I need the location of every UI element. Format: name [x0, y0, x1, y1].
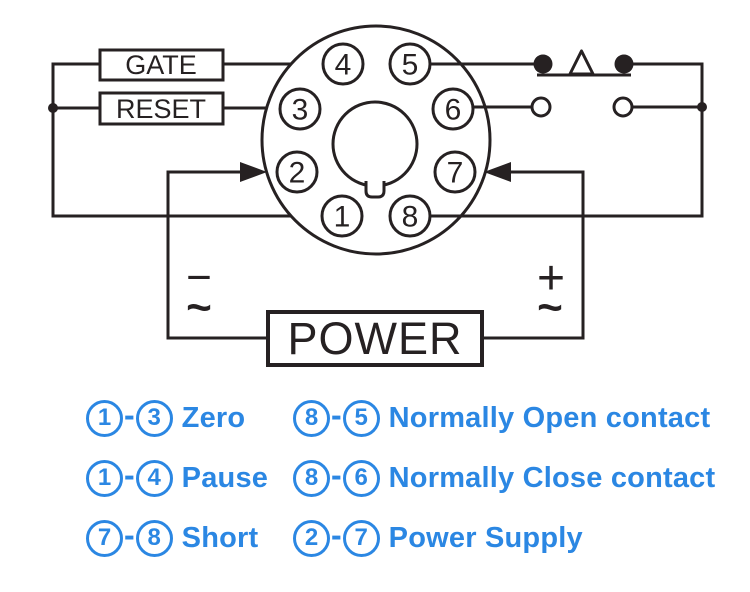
dash: -	[331, 517, 342, 553]
power-box	[266, 310, 484, 367]
pin-badge: 8	[293, 399, 330, 437]
legend-item-normally-open: 8 - 5 Normally Open contact	[293, 388, 750, 448]
pin-3-label: 3	[292, 94, 309, 127]
legend-label: Normally Close contact	[388, 461, 716, 494]
pin-1-circle	[320, 194, 364, 238]
nc-contact-circle-right	[612, 96, 634, 118]
pin-badge: 5	[342, 399, 380, 437]
ac-tilde-right: ~	[537, 283, 563, 332]
pin-2-circle	[275, 150, 319, 194]
nc-contact-circle-left	[530, 96, 552, 118]
pin-1-label: 1	[334, 201, 351, 234]
pin-badge: 7	[86, 519, 123, 557]
dash: -	[331, 397, 342, 433]
legend-item-pause: 1 - 4 Pause	[86, 448, 293, 508]
pin-badge: 3	[135, 399, 173, 437]
power-label: POWER	[287, 313, 462, 364]
pin-3: 3	[278, 87, 322, 131]
pin-4: 4	[321, 42, 365, 86]
pin-7-label: 7	[447, 157, 464, 190]
pin-badge: 4	[135, 459, 173, 497]
pin-7-circle	[433, 150, 477, 194]
pin-badge: 8	[293, 459, 330, 497]
pin-legend: 1 - 3 Zero 8 - 5 Normally Open contact 1…	[86, 388, 750, 568]
pin-badge: 6	[342, 459, 380, 497]
pin-badge: 1	[86, 459, 123, 497]
pin-badge: 1	[86, 399, 123, 437]
pin-2: 2	[275, 150, 319, 194]
pin-4-label: 4	[335, 49, 352, 82]
legend-label: Pause	[181, 461, 269, 494]
dash: -	[124, 457, 135, 493]
legend-label: Short	[181, 521, 259, 554]
pin-6-circle	[431, 87, 475, 131]
pin-badge: 7	[342, 519, 380, 557]
legend-item-power-supply: 2 - 7 Power Supply	[293, 508, 750, 568]
pin-4-circle	[321, 42, 365, 86]
pin-8: 8	[388, 194, 432, 238]
plus-sign: +	[537, 252, 565, 305]
pin-6-label: 6	[445, 94, 462, 127]
ac-tilde-left: ~	[186, 283, 212, 332]
gate-label: GATE	[125, 50, 197, 80]
pin-7: 7	[433, 150, 477, 194]
wiring-diagram-svg: GATE RESET 4 5 3 6 2 7 1 8	[48, 24, 707, 367]
arrow-left-icon	[484, 162, 511, 182]
gate-box	[98, 48, 225, 82]
minus-sign: −	[186, 253, 212, 302]
reset-label: RESET	[116, 94, 206, 124]
wiring-diagram: GATE RESET 4 5 3 6 2 7 1 8	[48, 24, 707, 367]
legend-label: Zero	[181, 401, 246, 434]
pin-5-label: 5	[402, 49, 419, 82]
pin-8-label: 8	[402, 201, 419, 234]
arrow-right-icon	[240, 162, 267, 182]
dash: -	[124, 397, 135, 433]
pin-badge: 8	[135, 519, 173, 557]
delay-triangle-icon	[568, 49, 595, 76]
legend-label: Power Supply	[388, 521, 583, 554]
dash: -	[331, 457, 342, 493]
pin-6: 6	[431, 87, 475, 131]
pin-2-label: 2	[289, 157, 306, 190]
pin-badge: 2	[293, 519, 330, 557]
pin-3-circle	[278, 87, 322, 131]
legend-item-zero: 1 - 3 Zero	[86, 388, 293, 448]
pin-5: 5	[388, 42, 432, 86]
pin-1: 1	[320, 194, 364, 238]
socket-keyhole	[331, 100, 419, 188]
dash: -	[124, 517, 135, 553]
junction-dot-right	[697, 102, 707, 112]
legend-item-short: 7 - 8 Short	[86, 508, 293, 568]
no-contact-dot-right	[614, 54, 634, 74]
legend-item-normally-close: 8 - 6 Normally Close contact	[293, 448, 750, 508]
legend-label: Normally Open contact	[388, 401, 711, 434]
socket-key-notch	[364, 181, 386, 199]
no-contact-dot-left	[533, 54, 553, 74]
